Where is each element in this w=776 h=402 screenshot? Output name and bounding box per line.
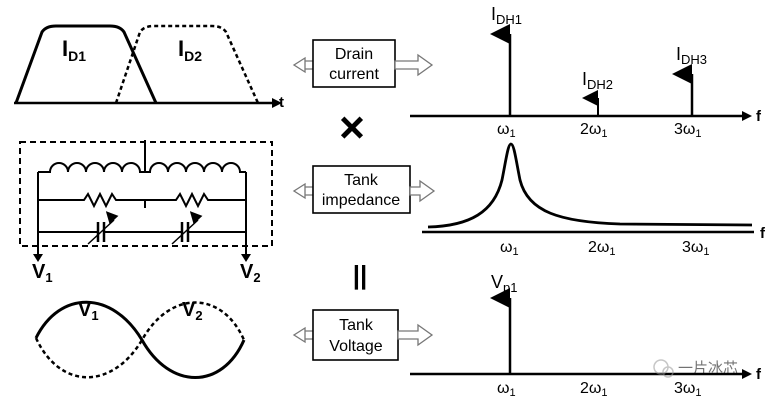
watermark-text: 一片冰芯 [678, 360, 738, 377]
id2-label: ID2 [178, 36, 202, 64]
varactor-left-arrow [87, 211, 119, 245]
circuit-v2-label: V2 [240, 261, 261, 285]
right-double-arrow [394, 53, 434, 77]
voltage-omega3: 3ω1 [674, 380, 702, 399]
voltage-spectrum: f Vp1 ω1 2ω1 3ω1 [410, 272, 762, 399]
idh2-label: IDH2 [582, 69, 613, 92]
id1-pulse [14, 24, 158, 104]
tank-impedance-label-box [312, 165, 411, 214]
voltage-left-double-arrow [292, 326, 316, 344]
voltage-omega2: 2ω1 [580, 380, 608, 399]
circuit-v1-label: V1 [32, 261, 53, 285]
tank-box-line2: impedance [322, 192, 400, 209]
resistor-branch [38, 191, 246, 209]
drain-current-label-box [312, 39, 396, 88]
tank-box-line1: Tank [344, 172, 379, 189]
voltage-box-line2: Voltage [329, 338, 382, 355]
voltage-omega1: ω1 [497, 380, 516, 399]
idh3-label: IDH3 [676, 44, 707, 67]
tank-voltage-box: Tank Voltage [292, 309, 434, 361]
impedance-omega2: 2ω1 [588, 239, 616, 258]
tank-voltage-label-box [312, 309, 399, 361]
v1-lead-arrow [33, 254, 43, 262]
left-double-arrow [292, 56, 316, 74]
v1-wave [34, 300, 246, 379]
tank-left-double-arrow [292, 182, 316, 200]
voltage-box-line1: Tank [339, 317, 374, 334]
impedance-response: f ω1 2ω1 3ω1 [422, 142, 766, 258]
voltage-right-double-arrow [397, 323, 434, 347]
tank-impedance-box: Tank impedance [292, 165, 436, 214]
equals-symbol: || [353, 260, 368, 290]
multiply-symbol: ✕ [338, 110, 367, 148]
voltage-f-label: f [756, 366, 762, 383]
watermark: 一片冰芯 [653, 359, 738, 378]
voltage-waveform: V1 V2 [34, 299, 246, 379]
drain-box-line2: current [329, 66, 379, 83]
drain-box-line1: Drain [335, 46, 373, 63]
impedance-f-label: f [760, 225, 766, 242]
varactor-right-arrow [171, 211, 203, 245]
time-axis-arrow [272, 98, 282, 108]
id2-pulse [114, 24, 260, 104]
tank-right-double-arrow [409, 179, 436, 203]
wave-v1-label: V1 [78, 299, 99, 323]
f-axis-label: f [756, 108, 762, 125]
vp1-label: Vp1 [491, 272, 517, 295]
id1-label: ID1 [62, 36, 86, 64]
omega1-tick-label: ω1 [497, 121, 516, 140]
voltage-f-axis-arrow [742, 369, 752, 379]
v2-lead-arrow [241, 254, 251, 262]
t-axis-label: t [279, 94, 284, 111]
f-axis-arrow [742, 111, 752, 121]
omega2-tick-label: 2ω1 [580, 121, 608, 140]
drain-current-box: Drain current [292, 39, 434, 88]
idh1-label: IDH1 [491, 4, 522, 27]
v2-wave [34, 301, 246, 379]
resonance-curve [427, 142, 753, 229]
watermark-chat-icon-inner [662, 366, 674, 378]
wave-v2-label: V2 [182, 299, 203, 323]
harmonic-spectrum: f IDH1 IDH2 IDH3 ω1 2ω1 3ω1 [410, 4, 762, 140]
inductor-left [38, 162, 145, 173]
impedance-omega3: 3ω1 [682, 239, 710, 258]
tank-circuit: V1 V2 [19, 140, 273, 285]
inductor-right [145, 162, 246, 173]
impedance-omega1: ω1 [500, 239, 519, 258]
drain-current-waveform: ID1 ID2 t [14, 24, 284, 111]
omega3-tick-label: 3ω1 [674, 121, 702, 140]
